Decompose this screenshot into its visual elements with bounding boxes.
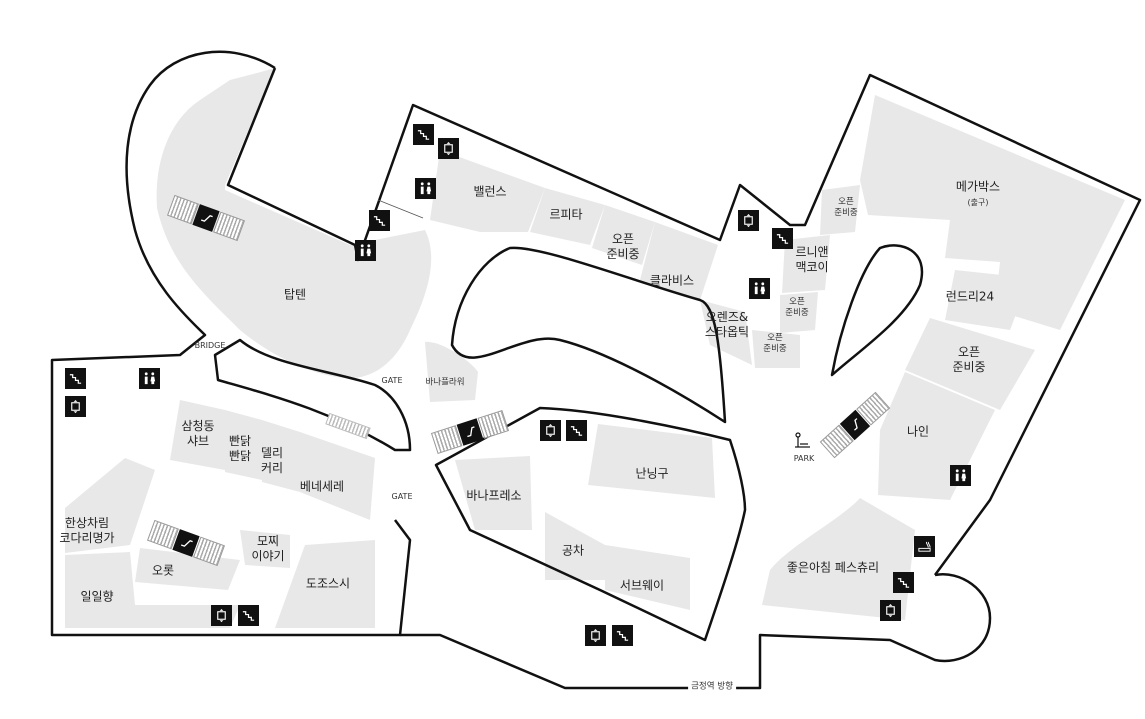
store-benesere[interactable]: 베네세레 <box>299 479 345 494</box>
outline-east <box>400 572 992 690</box>
gate-label-north: GATE <box>381 376 403 385</box>
store-megabox-exit: (출구) <box>967 198 989 207</box>
store-open-preparing-2[interactable]: 오픈 준비중 <box>763 333 787 354</box>
area-mojji[interactable] <box>240 530 290 568</box>
area-clavis[interactable] <box>640 222 718 300</box>
store-rpita[interactable]: 르피타 <box>549 207 583 222</box>
store-laundry24[interactable]: 런드리24 <box>945 289 995 304</box>
area-ililhyang[interactable] <box>65 552 240 628</box>
park-label: PARK <box>793 454 815 463</box>
area-subway[interactable] <box>605 545 690 610</box>
store-mojji-story[interactable]: 모찌 이야기 <box>251 534 285 563</box>
area-samcheong[interactable] <box>170 400 225 470</box>
store-nanning[interactable]: 난닝구 <box>635 466 669 481</box>
store-rennie-mccoy[interactable]: 르니앤 맥코이 <box>795 245 829 274</box>
area-megabox[interactable] <box>860 95 1125 330</box>
restroom-icon[interactable] <box>139 368 160 389</box>
store-nain[interactable]: 나인 <box>906 424 930 439</box>
elevator-icon[interactable] <box>211 605 232 626</box>
elevator-icon[interactable] <box>540 420 561 441</box>
area-rennie[interactable] <box>782 235 830 293</box>
elevator-icon[interactable] <box>438 138 459 159</box>
restroom-icon[interactable] <box>355 240 376 261</box>
direction-label: 금정역 방향 <box>688 681 736 693</box>
escalator-icon[interactable] <box>166 194 246 242</box>
stairs-icon[interactable] <box>772 228 793 249</box>
bridge-line <box>377 199 424 219</box>
area-bananaflower[interactable] <box>425 341 478 402</box>
area-open-small[interactable] <box>752 330 800 368</box>
store-good-morning-pastry[interactable]: 좋은아침 페스츄리 <box>786 560 880 575</box>
store-megabox[interactable]: 메가박스 <box>955 179 1001 194</box>
area-dojo[interactable] <box>275 540 375 628</box>
store-ilil-hyang[interactable]: 일일향 <box>80 589 114 604</box>
area-bene[interactable] <box>300 432 375 520</box>
area-gongcha[interactable] <box>545 512 605 580</box>
area-laundry[interactable] <box>945 270 1030 330</box>
store-areas <box>65 68 1125 628</box>
store-open-preparing-1[interactable]: 오픈 준비중 <box>606 232 640 261</box>
restroom-icon[interactable] <box>950 465 971 486</box>
area-banapresso[interactable] <box>455 456 532 530</box>
elevator-icon[interactable] <box>880 600 901 621</box>
store-open-preparing-3[interactable]: 오픈 준비중 <box>785 297 809 318</box>
restroom-icon[interactable] <box>749 278 770 299</box>
outline-center-loop <box>450 246 727 424</box>
elevator-icon[interactable] <box>738 210 759 231</box>
store-open-preparing-4[interactable]: 오픈 준비중 <box>834 197 858 218</box>
stairs-icon[interactable] <box>65 368 86 389</box>
area-nanning[interactable] <box>588 424 715 498</box>
stairs-icon[interactable] <box>369 210 390 231</box>
parking-icon <box>795 432 810 448</box>
area-open5[interactable] <box>905 318 1035 410</box>
outline-main <box>50 50 412 637</box>
area-deli[interactable] <box>262 420 300 492</box>
area-hansang[interactable] <box>65 458 155 553</box>
store-banapresso[interactable]: 바나프레소 <box>466 488 522 503</box>
escalator-icon[interactable] <box>819 391 891 459</box>
bridge-label: BRIDGE <box>194 341 226 350</box>
area-rpita[interactable] <box>530 188 605 245</box>
restroom-icon[interactable] <box>415 178 436 199</box>
smoking-icon[interactable] <box>914 536 935 557</box>
stairs-icon[interactable] <box>893 572 914 593</box>
store-clavis[interactable]: 클라비스 <box>649 273 695 288</box>
store-hansang-kodari[interactable]: 한상차림 코다리명가 <box>59 516 115 545</box>
store-bananaflower[interactable]: 바나플라워 <box>425 377 465 388</box>
area-tapten[interactable] <box>156 68 432 379</box>
elevator-icon[interactable] <box>585 625 606 646</box>
outline-east-tear <box>830 244 924 377</box>
elevator-icon[interactable] <box>65 396 86 417</box>
escalator-icon[interactable] <box>146 519 226 567</box>
store-subway[interactable]: 서브웨이 <box>619 578 665 593</box>
store-orenz[interactable]: 오렌즈& 스타옵틱 <box>704 310 750 339</box>
store-tapten[interactable]: 탑텐 <box>283 287 307 302</box>
outline-south-loop <box>434 406 747 642</box>
store-samcheong-shabu[interactable]: 삼청동 샤브 <box>181 419 215 448</box>
stairs-icon[interactable] <box>238 605 259 626</box>
area-ppan[interactable] <box>225 410 262 480</box>
area-open1[interactable] <box>592 205 655 265</box>
escalator-icon[interactable] <box>430 409 510 455</box>
store-open-preparing-5[interactable]: 오픈 준비중 <box>952 345 986 374</box>
store-dojo-sushi[interactable]: 도조스시 <box>305 576 351 591</box>
outline-inner-left <box>213 338 412 452</box>
area-balance[interactable] <box>430 150 545 232</box>
store-gongcha[interactable]: 공차 <box>561 543 585 558</box>
stairs-icon[interactable] <box>566 420 587 441</box>
store-deli-curry[interactable]: 델리 커리 <box>260 446 284 475</box>
store-ppandak[interactable]: 빤닭 빤닭 <box>228 434 252 463</box>
stairs-icon[interactable] <box>413 124 434 145</box>
area-open-small2[interactable] <box>780 292 818 333</box>
area-open4[interactable] <box>820 185 860 235</box>
stairs-icon[interactable] <box>612 625 633 646</box>
store-orot[interactable]: 오롯 <box>151 563 175 578</box>
gate-label-south: GATE <box>391 492 413 501</box>
area-morning[interactable] <box>762 498 915 620</box>
store-balance[interactable]: 밸런스 <box>473 184 507 199</box>
